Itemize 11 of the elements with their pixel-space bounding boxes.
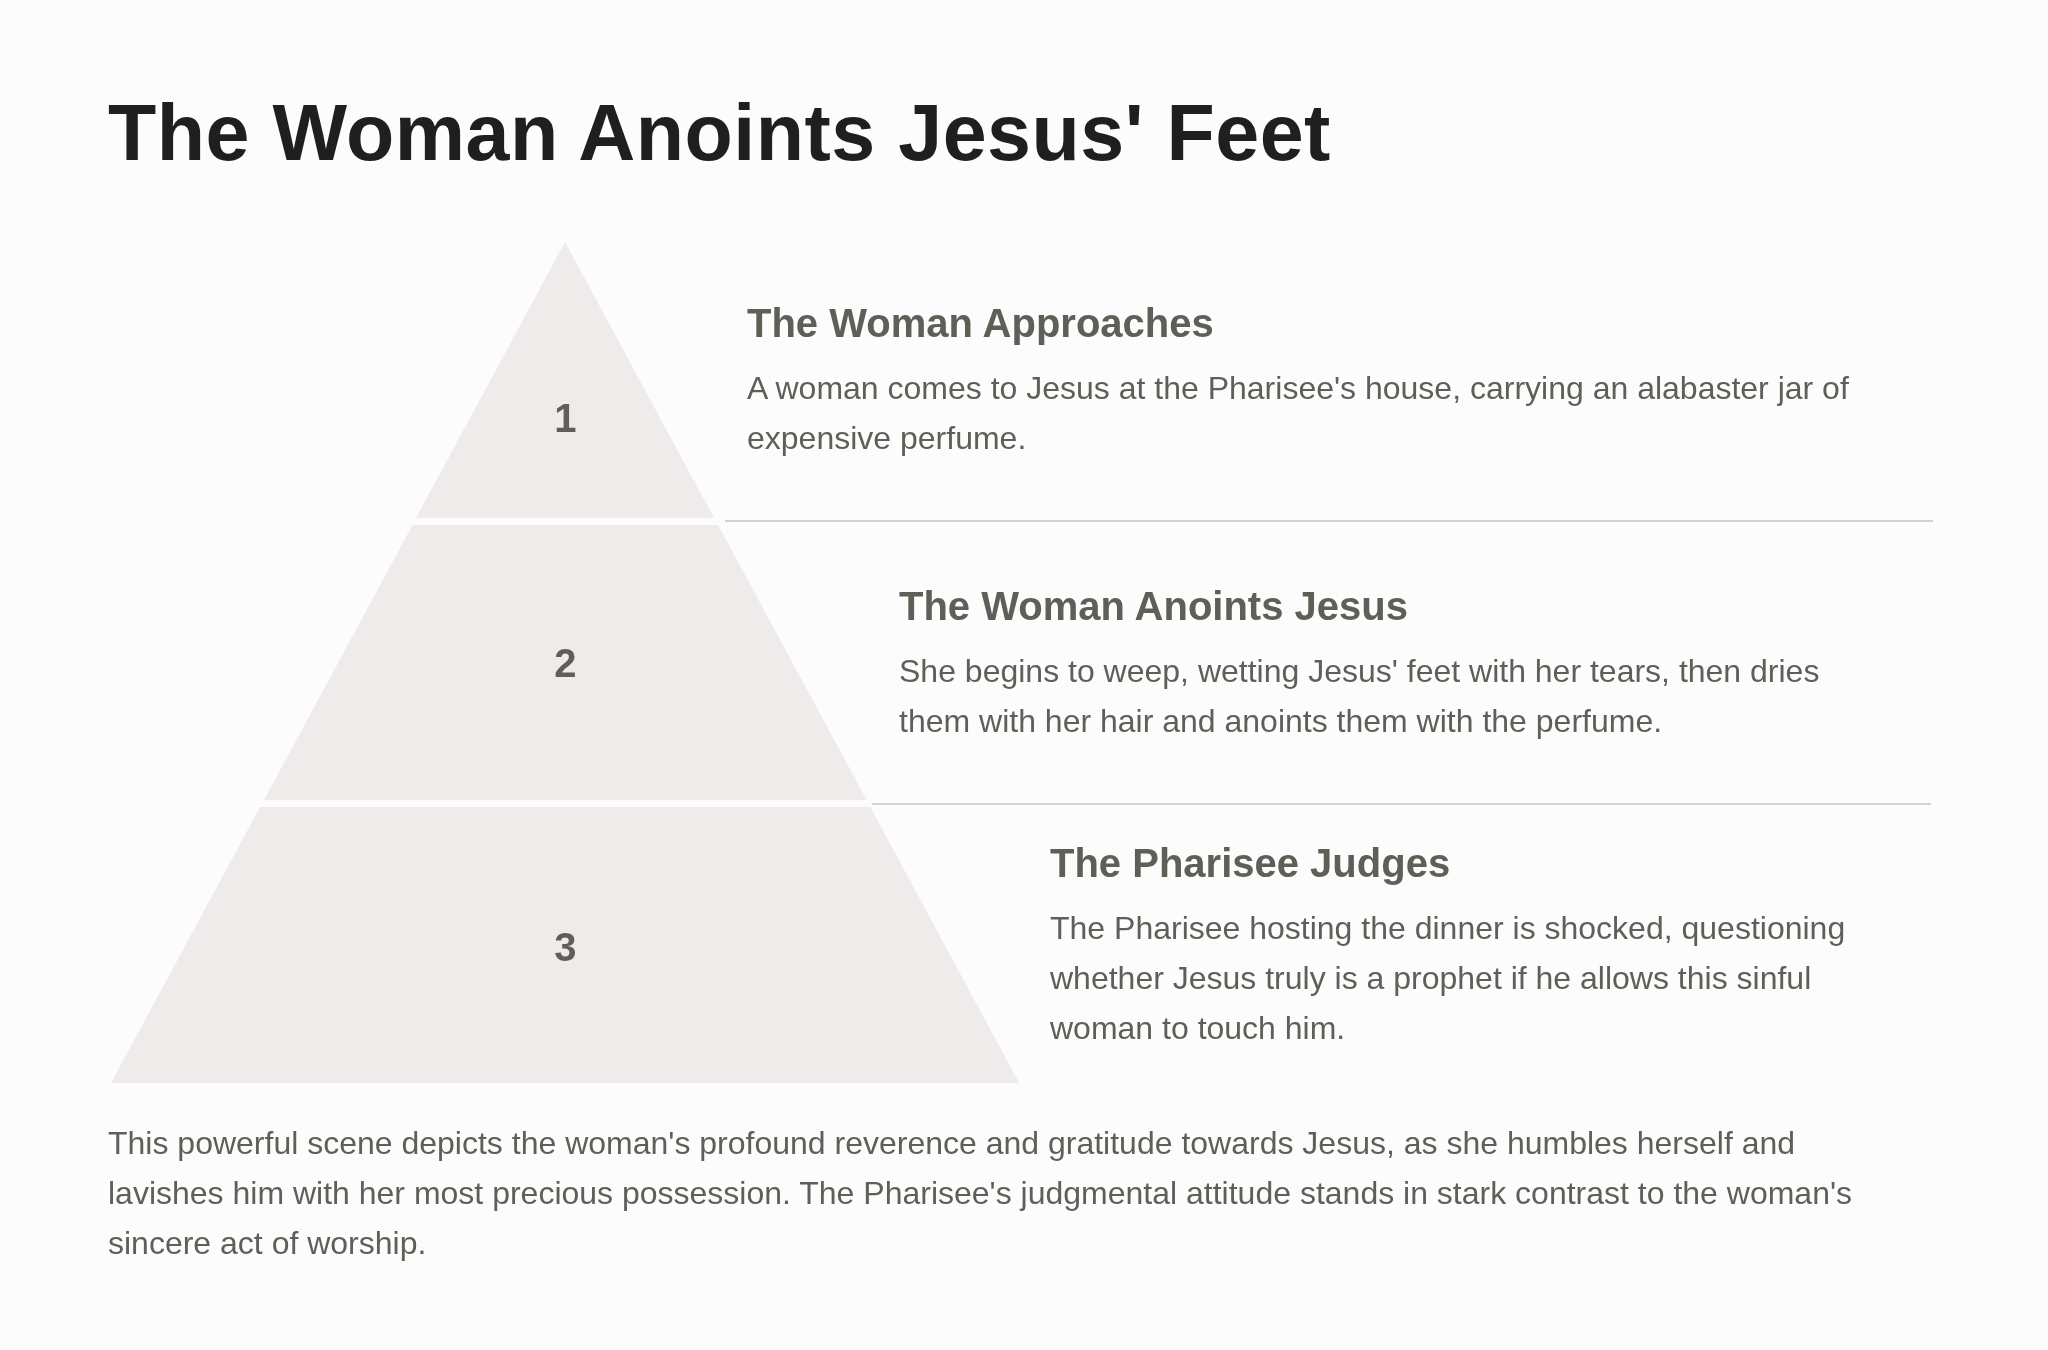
- tier-description: The Pharisee hosting the dinner is shocked, questioning whether Jesus truly is a prophet if he allows this sinful woman to touch him.: [1050, 909, 1847, 1048]
- title: The Woman Anoints Jesus' Feet: [108, 87, 1331, 179]
- tier-number: 3: [554, 924, 577, 971]
- tier-number: 2: [554, 640, 577, 687]
- tier-description: A woman comes to Jesus at the Pharisee's house, carrying an alabaster jar of expensive perfume.: [747, 369, 1850, 458]
- caption: This powerful scene depicts the woman's profound reverence and gratitude towards Jesus, as she humbles herself and lavishes him with her most precious possession. The Pharisee's judgmental attitude stands in stark contrast to the woman's sincere act of worship.: [108, 1124, 1854, 1263]
- tier-number: 1: [554, 395, 577, 442]
- tier-heading: The Woman Approaches: [747, 300, 1214, 346]
- tier-heading: The Pharisee Judges: [1050, 840, 1451, 886]
- tier-heading: The Woman Anoints Jesus: [899, 583, 1408, 629]
- tier-description: She begins to weep, wetting Jesus' feet with her tears, then dries them with her hair and anoints them with the perfume.: [899, 652, 1821, 741]
